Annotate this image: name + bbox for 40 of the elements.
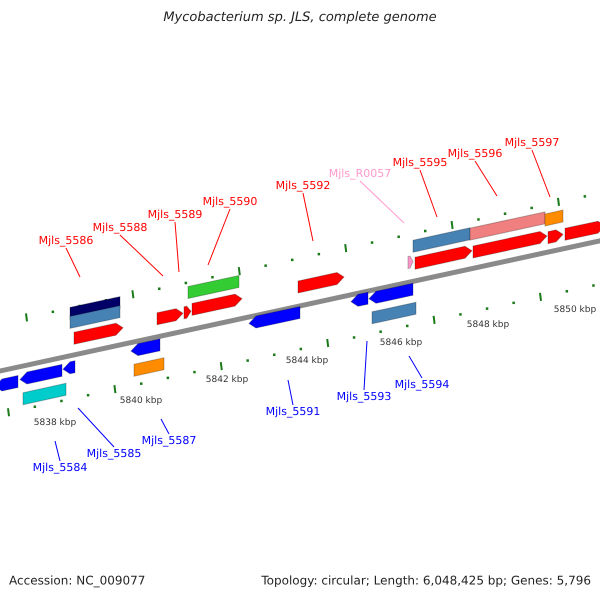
gene-label: Mjls_5594 xyxy=(394,378,450,392)
leader-line xyxy=(364,340,368,390)
scale-label: 5838 kbp xyxy=(34,419,76,429)
gene-label: Mjls_5589 xyxy=(148,208,202,222)
leader-line xyxy=(78,408,114,448)
leader-line xyxy=(54,440,60,462)
leader-line xyxy=(120,234,164,276)
leader-line xyxy=(408,356,422,378)
gene-label: Mjls_5590 xyxy=(202,196,258,208)
gene-label: Mjls_5595 xyxy=(392,156,448,170)
gene-label: Mjls_5585 xyxy=(86,448,142,460)
scale-label: 5844 kbp xyxy=(286,357,328,367)
gene-label: Mjls_5591 xyxy=(266,406,320,418)
leader-line xyxy=(474,160,498,196)
leader-line xyxy=(160,418,170,434)
diagram-title: Mycobacterium sp. JLS, complete genome xyxy=(163,10,437,26)
leader-line xyxy=(208,208,230,266)
gene-label: Mjls_5597 xyxy=(504,136,560,150)
genome-summary-text: Topology: circular; Length: 6,048,425 bp; Genes: 5,796 xyxy=(261,574,591,588)
leader-line xyxy=(66,248,80,278)
scale-label: 5842 kbp xyxy=(206,376,248,386)
gene-label: Mjls_5593 xyxy=(336,390,392,404)
accession-text: Accession: NC_009077 xyxy=(9,574,146,588)
gene-label: Mjls_5588 xyxy=(92,222,148,234)
gene-label: Mjls_5587 xyxy=(142,434,196,448)
leader-line xyxy=(174,222,180,272)
leader-line xyxy=(288,380,294,406)
gene-label: Mjls_5592 xyxy=(276,180,330,192)
gene-label: Mjls_R0057 xyxy=(328,168,392,180)
gene-label: Mjls_5596 xyxy=(448,148,502,160)
scale-label: 5848 kbp xyxy=(466,321,510,331)
scale-label: 5846 kbp xyxy=(380,339,422,349)
scale-label: 5840 kbp xyxy=(120,397,162,407)
gene-label: Mjls_5586 xyxy=(38,234,94,248)
gene-label: Mjls_5584 xyxy=(32,462,88,474)
leader-line xyxy=(532,150,550,198)
leader-line xyxy=(302,192,314,242)
leader-line xyxy=(420,170,438,218)
leader-line xyxy=(360,180,404,224)
scale-label: 5850 kbp xyxy=(554,306,596,316)
